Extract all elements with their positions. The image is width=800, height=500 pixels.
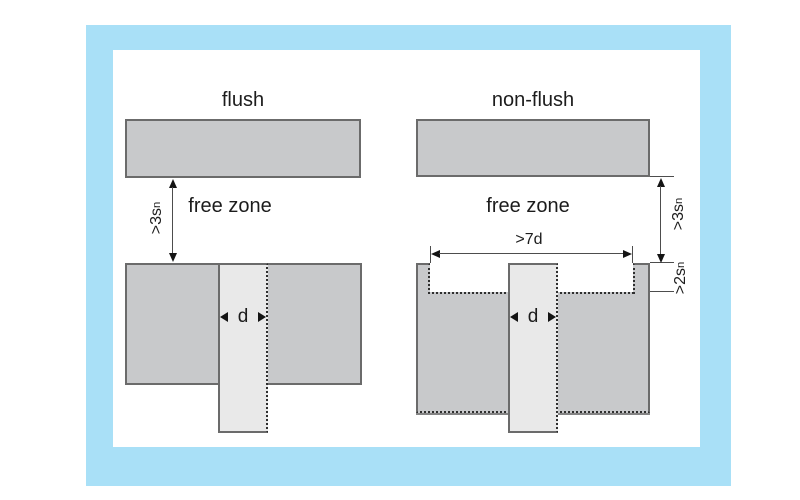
free-zone-label-flush: free zone xyxy=(188,195,272,217)
diameter-label: d xyxy=(237,306,249,327)
recess-rim-left xyxy=(416,263,430,294)
arrow-left-icon xyxy=(431,249,440,258)
arrow-down-icon xyxy=(168,253,177,262)
diameter-label: d xyxy=(527,306,539,327)
arrow-up-icon xyxy=(168,179,177,188)
extension-line-plate-bottom xyxy=(650,176,674,177)
recess-rim-right xyxy=(633,263,650,294)
arrow-right-icon xyxy=(623,249,632,258)
arrow-right-icon xyxy=(547,312,556,322)
extension-line-recess-left xyxy=(430,246,431,263)
sensor-body-non-flush xyxy=(508,263,558,433)
extension-line-recess-right xyxy=(632,246,633,263)
arrow-right-icon xyxy=(257,312,266,322)
diameter-dimension-flush: d xyxy=(220,306,266,327)
non-flush-title: non-flush xyxy=(491,89,575,111)
recess-width-dimension-arrow xyxy=(431,249,632,258)
flush-title: flush xyxy=(221,89,265,111)
arrow-down-icon xyxy=(656,254,665,263)
sensor-body-flush xyxy=(218,263,268,433)
free-zone-label-non-flush: free zone xyxy=(486,195,570,217)
dimension-line xyxy=(439,253,624,254)
arrow-up-icon xyxy=(656,178,665,187)
recess-width-dimension-label: >7d xyxy=(515,231,543,248)
diameter-dimension-non-flush: d xyxy=(510,306,556,327)
free-zone-dimension-arrow-flush xyxy=(168,179,177,262)
target-plate-non-flush xyxy=(416,119,650,177)
extension-line-recess-surface xyxy=(650,291,674,292)
dimension-value: >3s xyxy=(670,204,687,231)
dimension-value: >3s xyxy=(148,208,165,235)
dimension-line xyxy=(172,187,173,254)
target-plate-flush xyxy=(125,119,361,178)
dimension-line xyxy=(660,186,661,255)
arrow-left-icon xyxy=(510,312,518,322)
free-zone-dimension-arrow-non-flush xyxy=(656,178,665,263)
arrow-left-icon xyxy=(220,312,228,322)
dimension-value: >2s xyxy=(672,268,689,295)
